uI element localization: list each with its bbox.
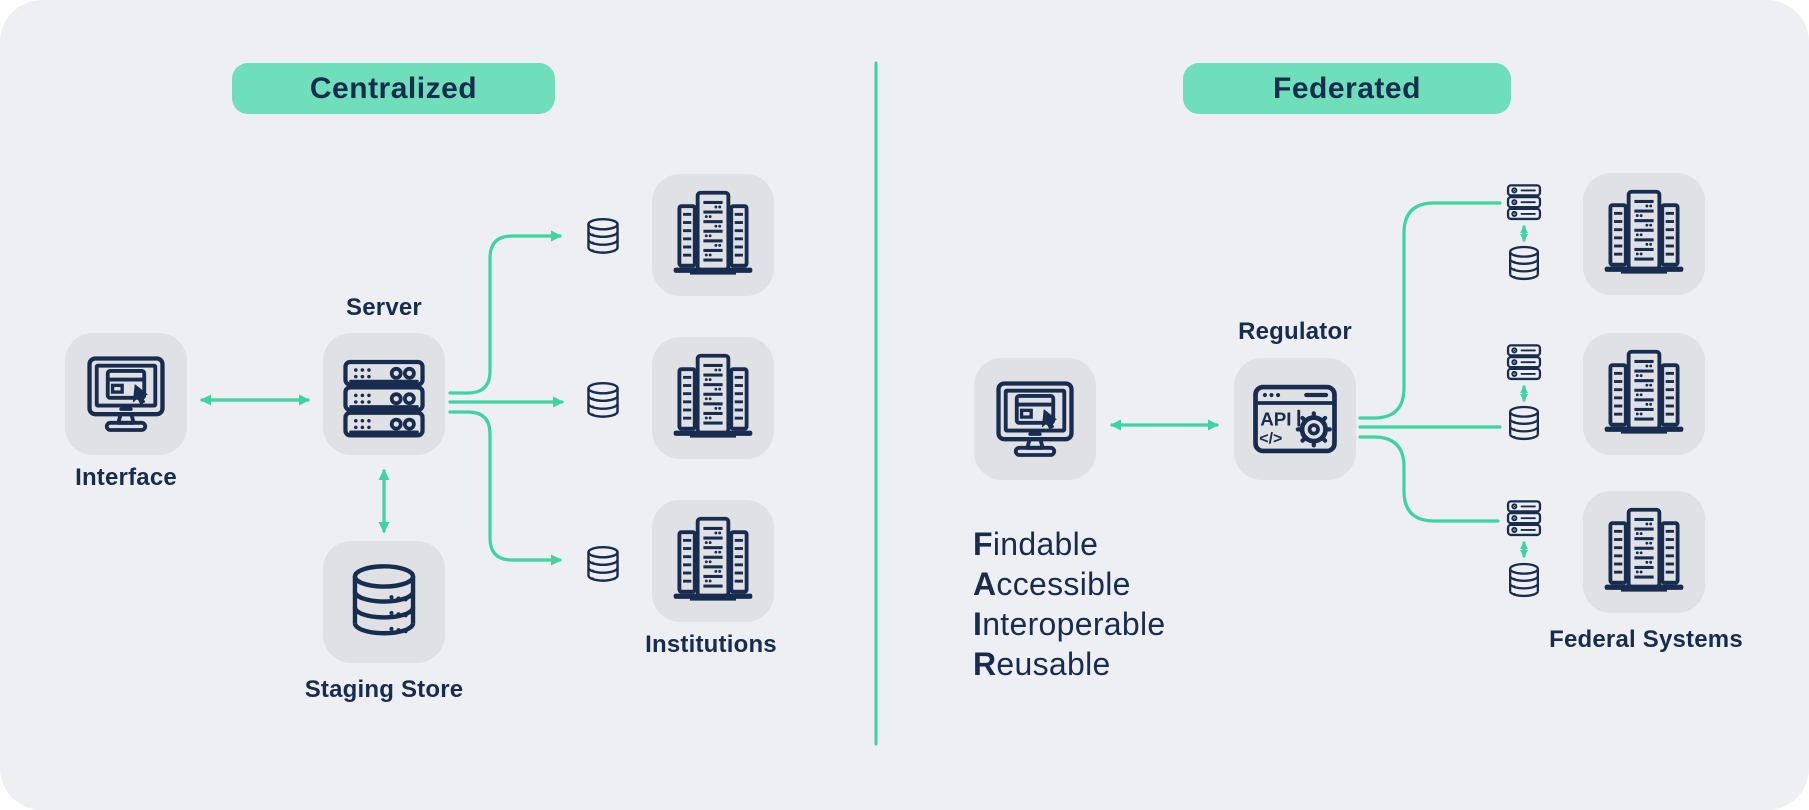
server-tile: [323, 333, 445, 455]
api-browser-gear-icon: API </>: [1253, 384, 1337, 454]
data-center-building-icon: [1596, 504, 1692, 600]
client-tile: [974, 358, 1096, 480]
database-icon: [581, 215, 625, 259]
centralized-title: Centralized: [309, 71, 478, 105]
server-rack-icon: [337, 347, 431, 441]
regulator-api-tile: API </>: [1234, 358, 1356, 480]
line-regulator-system-1: [1358, 201, 1502, 420]
monitor-cursor-icon: [78, 346, 174, 442]
fair-line-interoperable: Interoperable: [973, 606, 1166, 642]
fair-line-accessible: Accessible: [973, 566, 1131, 602]
database-icon: [1503, 403, 1545, 445]
database-icon: [1503, 560, 1545, 602]
interface-label: Interface: [75, 464, 177, 491]
server-stack-icon: [1502, 182, 1546, 224]
data-center-building-icon: [665, 187, 761, 283]
institution-tile-1: [652, 174, 774, 296]
institution-tile-3: [652, 500, 774, 622]
data-center-building-icon: [1596, 346, 1692, 442]
data-center-building-icon: [1596, 186, 1692, 282]
federated-title: Federated: [1273, 71, 1421, 105]
arrow-server-institution-3: [448, 410, 562, 566]
federated-title-badge: Federated: [1183, 63, 1511, 114]
database-icon: [581, 379, 625, 423]
database-icon: [581, 543, 625, 587]
federal-system-tile-2: [1583, 333, 1705, 455]
federal-system-tile-1: [1583, 173, 1705, 295]
institutions-label: Institutions: [645, 631, 777, 658]
interface-tile: [65, 333, 187, 455]
regulator-label: Regulator: [1238, 318, 1352, 345]
server-stack-icon: [1502, 498, 1546, 540]
monitor-cursor-icon: [987, 371, 1083, 467]
fair-line-reusable: Reusable: [973, 646, 1111, 682]
centralized-title-badge: Centralized: [232, 63, 555, 114]
data-center-building-icon: [665, 513, 761, 609]
database-icon: [1503, 243, 1545, 285]
federal-system-tile-3: [1583, 491, 1705, 613]
code-brackets-text: </>: [1259, 430, 1282, 447]
server-stack-icon: [1502, 342, 1546, 384]
federal-systems-label: Federal Systems: [1549, 626, 1743, 653]
staging-store-label: Staging Store: [304, 676, 464, 703]
staging-store-tile: [323, 541, 445, 663]
line-regulator-system-3: [1358, 435, 1500, 523]
data-center-building-icon: [665, 350, 761, 446]
fair-line-findable: Findable: [973, 526, 1099, 562]
fair-principles: Findable Accessible Interoperable Reusab…: [973, 524, 1166, 684]
server-label: Server: [346, 294, 422, 321]
gear-icon: [1295, 411, 1332, 448]
institution-tile-2: [652, 337, 774, 459]
api-text: API: [1260, 409, 1291, 430]
database-icon: [340, 558, 428, 646]
